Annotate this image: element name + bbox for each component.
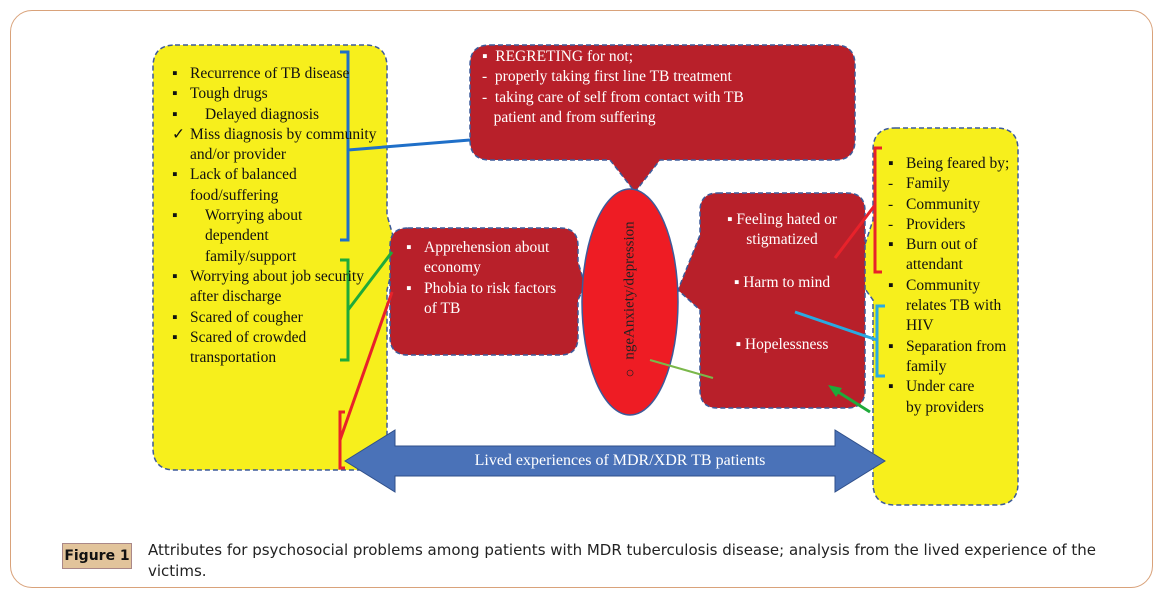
blue-bracket-left <box>340 50 471 242</box>
right-callout-text: ▪ Feeling hated or stigmatized ▪ Harm to… <box>712 210 852 355</box>
list-item: ▪Burn out of attendant <box>888 236 978 274</box>
list-item: ▪Scared of cougher <box>172 308 303 326</box>
list-item: ▪Scared of crowded transportation <box>172 328 307 367</box>
green-arrowhead <box>828 385 842 397</box>
mid-left-red-callout <box>389 227 586 356</box>
list-item: -Providers <box>888 215 966 233</box>
red-bracket-left <box>338 291 394 470</box>
list-item: ✓Miss diagnosis by community and/or prov… <box>172 125 377 164</box>
left-box-list: ▪Recurrence of TB disease ▪Tough drugs ▪… <box>172 64 377 368</box>
top-red-callout <box>469 44 856 194</box>
list-item: ▪Tough drugs <box>172 85 268 103</box>
arrow-label: Lived experiences of MDR/XDR TB patients <box>474 452 766 469</box>
list-item: ▪Phobia to risk factors of TB <box>406 279 557 317</box>
list-item: ▪ Delayed diagnosis <box>172 105 320 123</box>
list-item: ▪Being feared by; <box>888 155 1010 172</box>
list-item: ▪Apprehension about economy <box>406 239 550 277</box>
list-item: ▪ Hopelessness <box>735 335 829 353</box>
green-bracket-left <box>340 251 394 362</box>
green-line-ellipse <box>649 359 714 379</box>
right-yellow-box <box>854 127 1019 506</box>
lived-experience-arrow <box>344 429 886 493</box>
right-red-callout <box>677 192 866 409</box>
list-item: ▪ Feeling hated or stigmatized <box>726 211 838 249</box>
figure-card <box>10 10 1153 588</box>
list-item: ▪Worrying about job security after disch… <box>172 267 364 306</box>
list-item: ▪Lack of balanced food/suffering <box>172 166 297 204</box>
list-item: ▪Under care by providers <box>888 378 984 416</box>
list-item: ▪ Worrying about dependent family/suppor… <box>172 207 303 265</box>
list-item: ▪Separation from family <box>888 337 1007 375</box>
green-arrow-right <box>834 388 871 414</box>
list-item: ▪Community relates TB with HIV <box>888 276 1002 335</box>
list-item: ▪ Harm to mind <box>733 273 831 291</box>
top-callout-text: ▪ REGRETING for not;- properly taking fi… <box>482 48 744 126</box>
red-bracket-right <box>833 146 882 274</box>
blue-bracket-right <box>794 304 885 378</box>
mid-left-callout-text: ▪Apprehension about economy ▪Phobia to r… <box>406 238 566 319</box>
figure-caption: Attributes for psychosocial problems amo… <box>148 541 1097 580</box>
list-item: -Family <box>888 175 950 193</box>
right-box-list: ▪Being feared by; -Family -Community -Pr… <box>888 154 1013 418</box>
list-item: ▪Recurrence of TB disease <box>172 65 350 82</box>
anxiety-ellipse <box>581 188 679 416</box>
list-item: -Community <box>888 195 981 213</box>
figure-label: Figure 1 <box>62 543 132 569</box>
ellipse-label: ○ngeAnxiety/depression <box>621 221 638 382</box>
